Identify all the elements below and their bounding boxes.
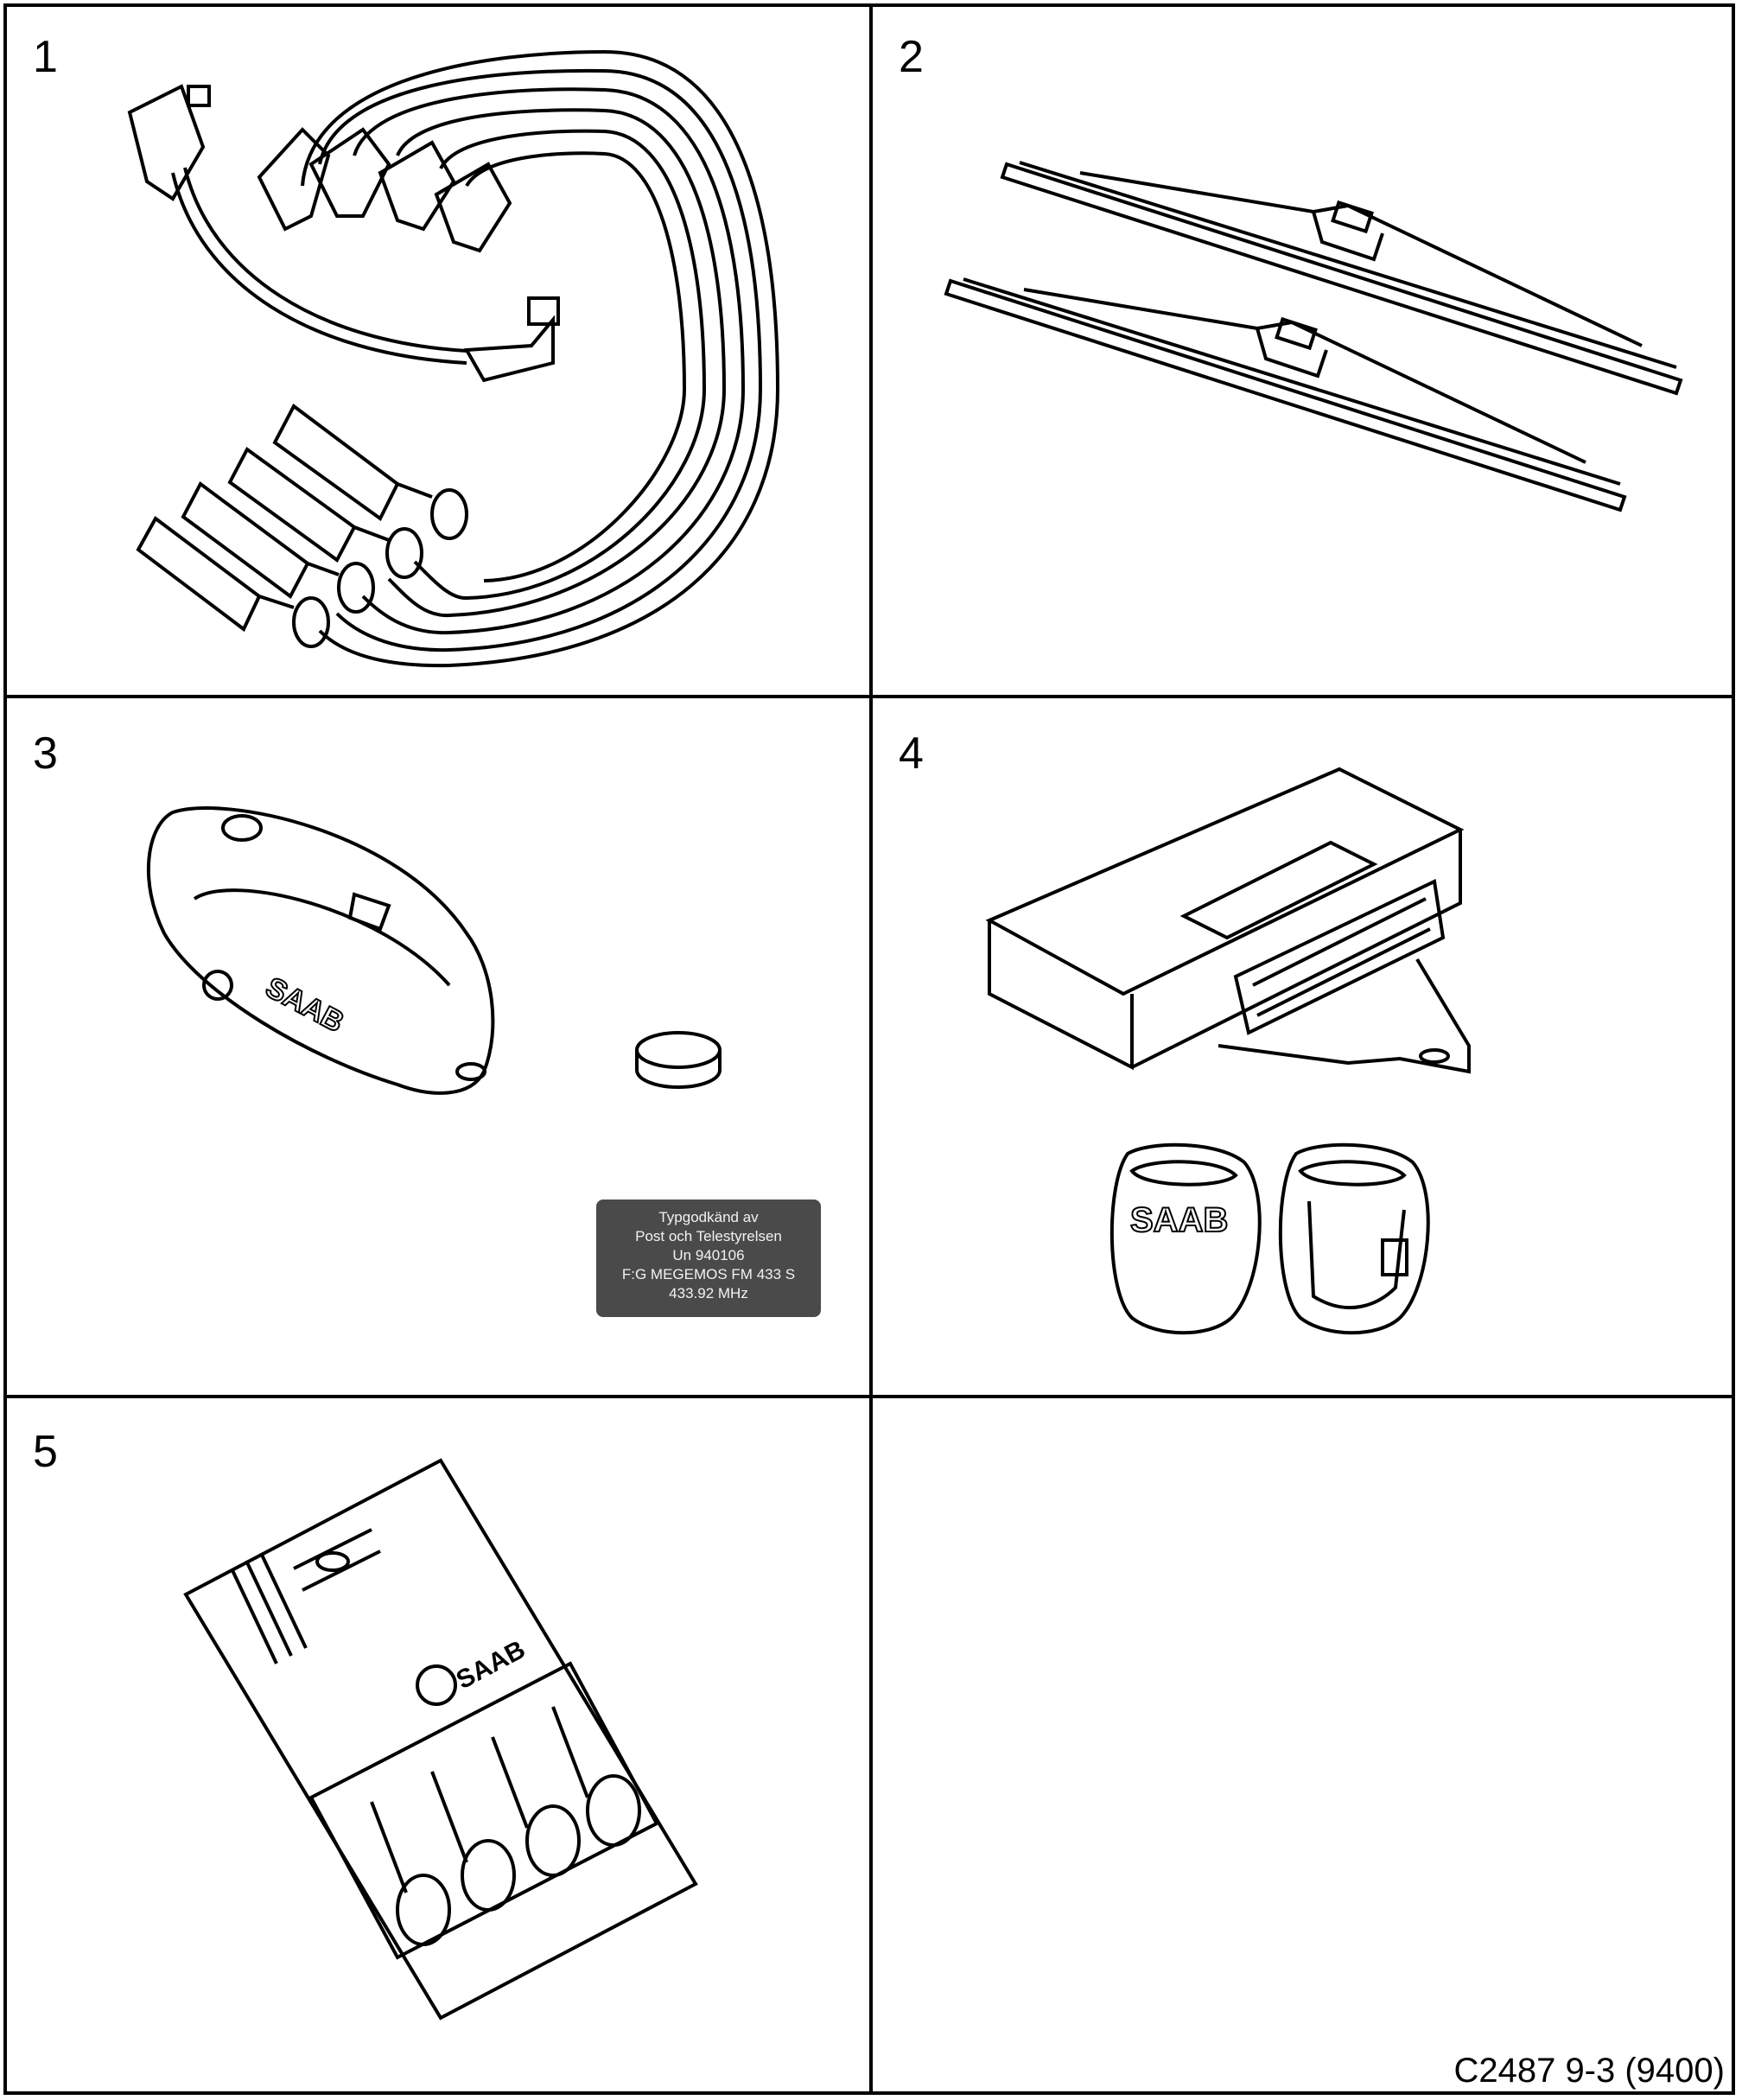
panel-number-5: 5 [33, 1427, 58, 1477]
panel-number-2: 2 [899, 32, 924, 82]
grid-divider-row1 [3, 695, 1735, 698]
approval-line-5: 433.92 MHz [669, 1285, 748, 1301]
panel-number-3: 3 [33, 729, 58, 779]
approval-line-4: F:G MEGEMOS FM 433 S [621, 1266, 796, 1282]
figure-code: C2487 9-3 (9400) [1453, 2052, 1725, 2090]
panel-number-4: 4 [899, 729, 924, 779]
panel-number-1: 1 [33, 32, 58, 82]
approval-label: Typgodkänd av Post och Telestyrelsen Un … [596, 1200, 821, 1317]
approval-line-2: Post och Telestyrelsen [635, 1228, 782, 1244]
grid-divider-vertical [869, 3, 873, 2095]
grid-divider-row2 [3, 1395, 1735, 1398]
approval-line-3: Un 940106 [672, 1247, 745, 1263]
key-brand-text: SAAB [1130, 1201, 1228, 1239]
approval-line-1: Typgodkänd av [658, 1209, 759, 1225]
pack-brand-text: SAAB [452, 1635, 531, 1695]
